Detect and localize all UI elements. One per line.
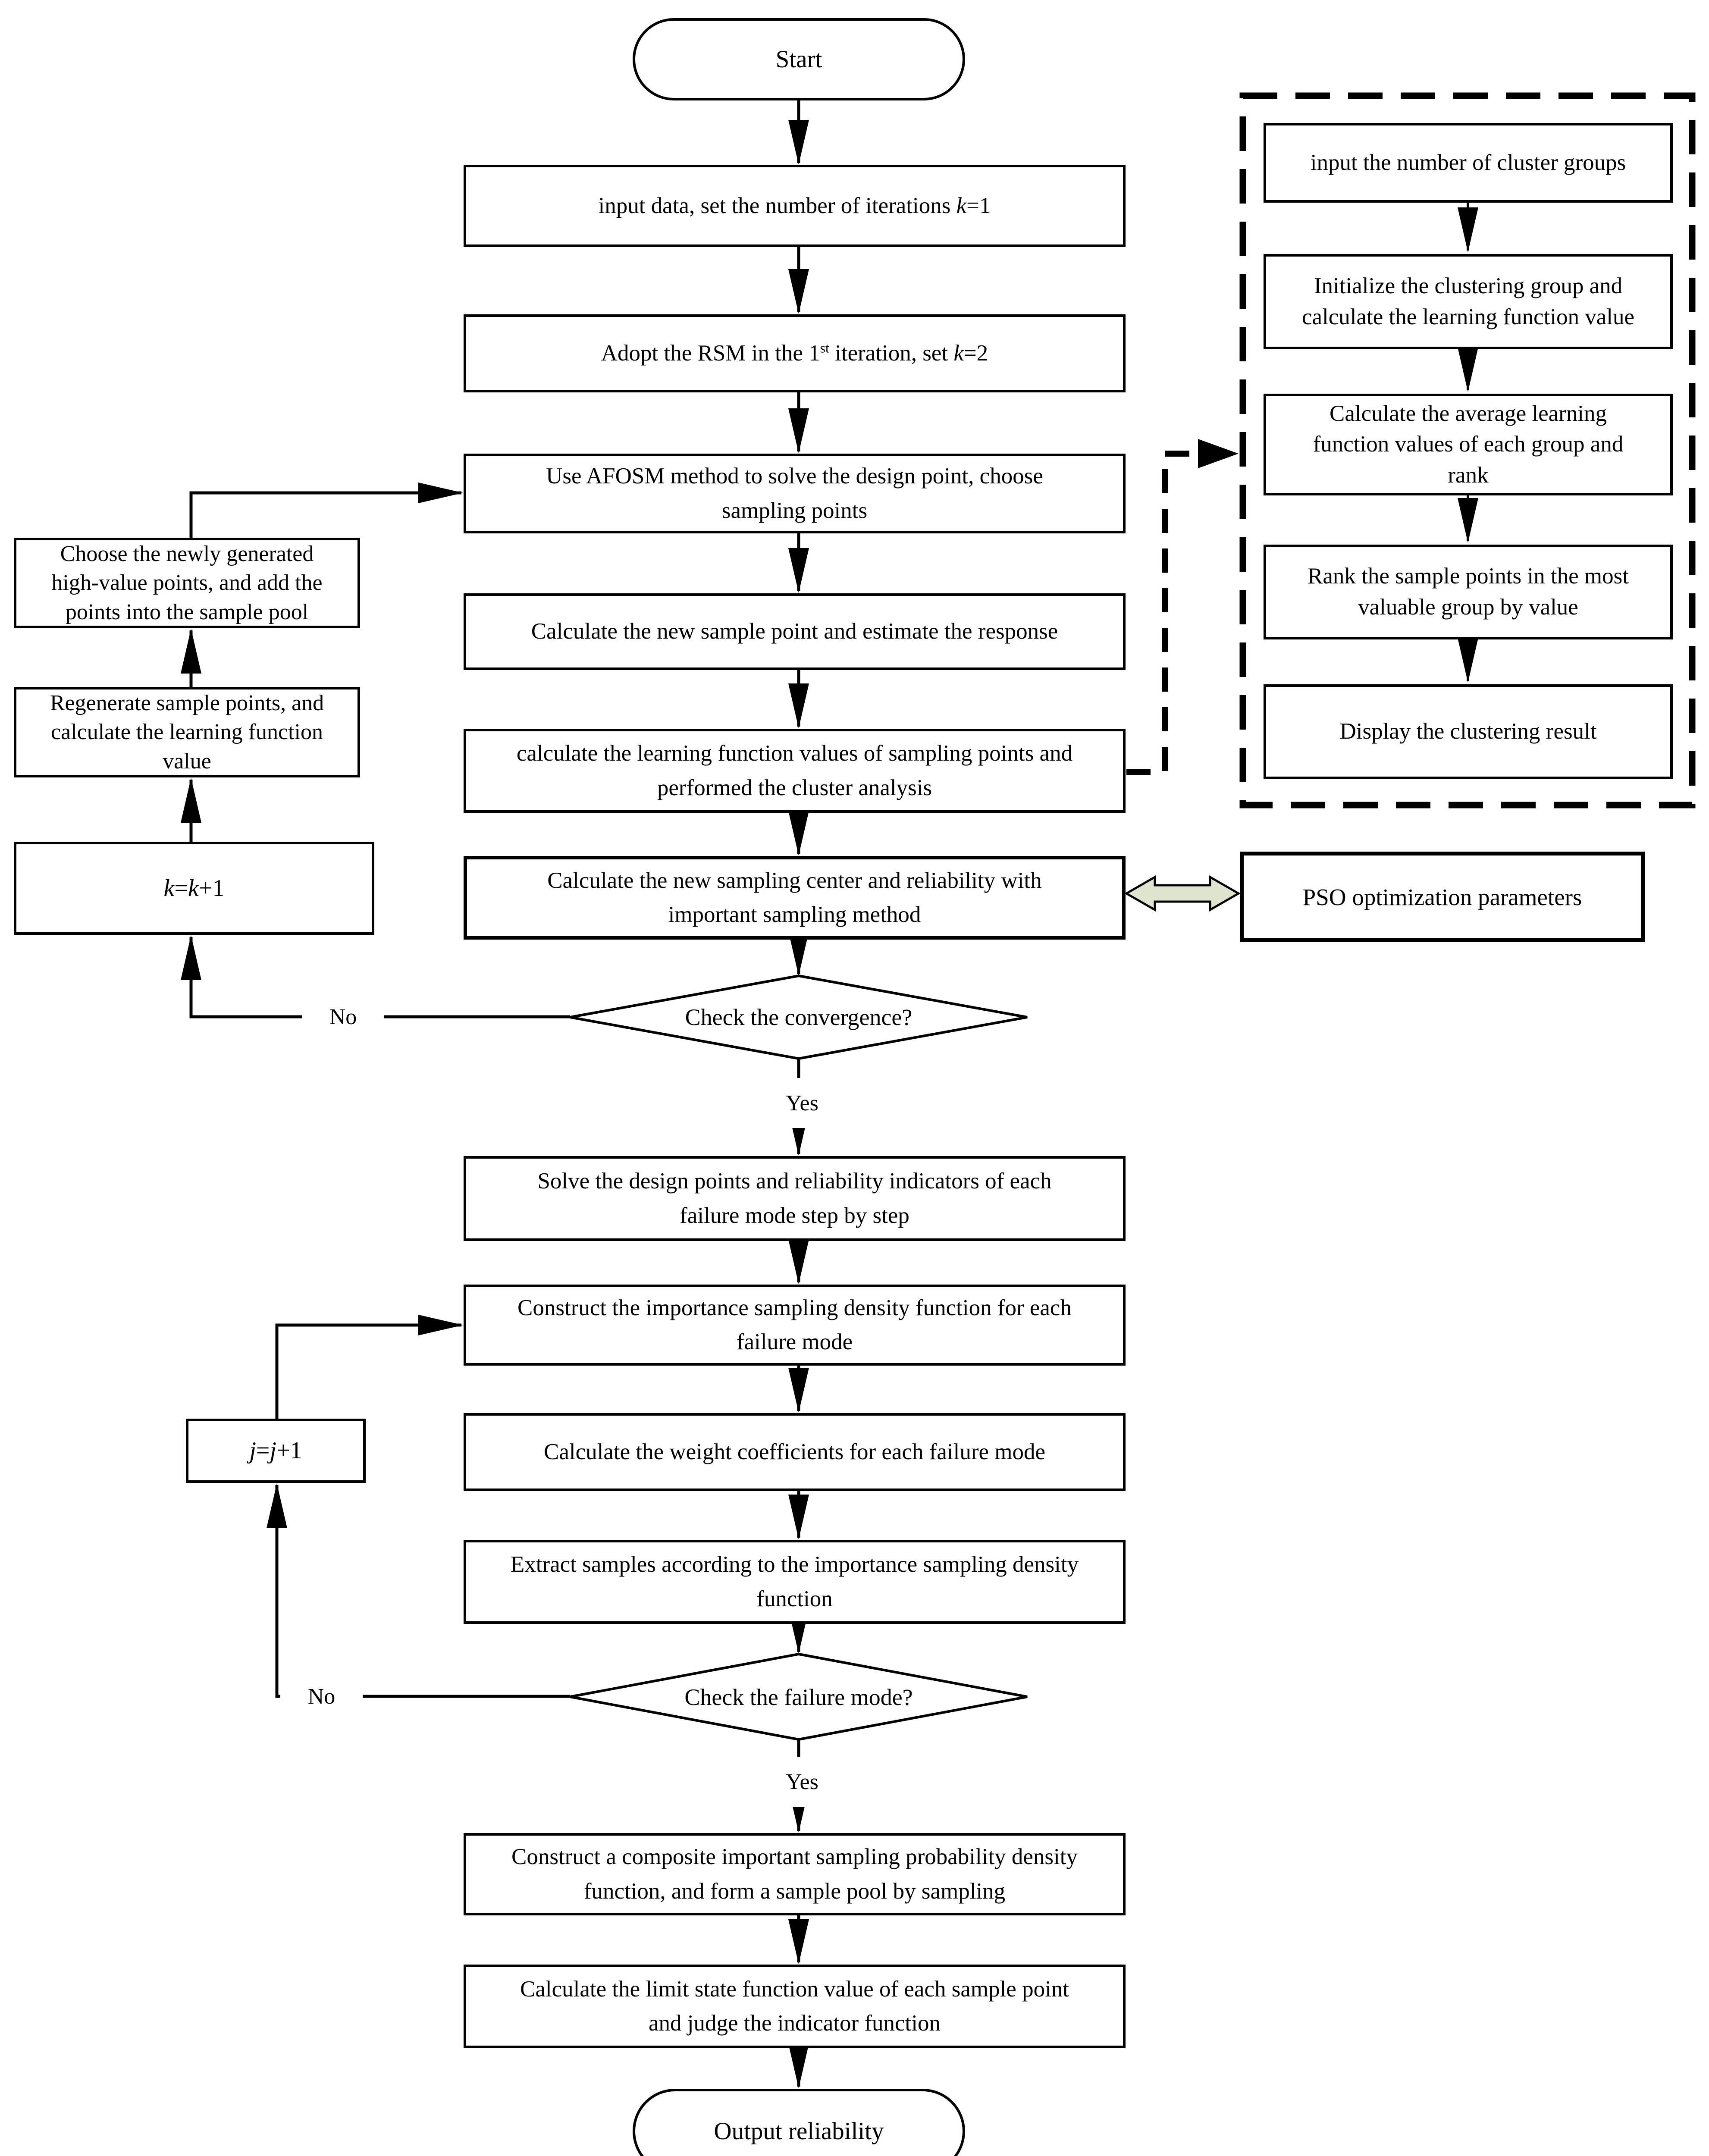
node-extract-samples: Extract samples according to the importa… xyxy=(464,1540,1126,1624)
cluster-dashed-arrowhead xyxy=(1198,439,1239,468)
node-j-increment: j=j+1 xyxy=(186,1419,366,1483)
decision-diamond-failure-mode xyxy=(570,1652,1028,1741)
label-no-failure: No xyxy=(280,1672,363,1720)
node-use-afosm: Use AFOSM method to solve the design poi… xyxy=(464,454,1126,533)
node-k-increment: k=k+1 xyxy=(14,842,374,935)
node-construct-is-density: Construct the importance sampling densit… xyxy=(464,1285,1126,1366)
node-solve-design-points: Solve the design points and reliability … xyxy=(464,1156,1126,1241)
pso-double-arrow xyxy=(1124,875,1241,912)
node-calc-learning-cluster: calculate the learning function values o… xyxy=(464,729,1126,813)
node-construct-composite-density: Construct a composite important sampling… xyxy=(464,1833,1126,1915)
node-calc-limit-state: Calculate the limit state function value… xyxy=(464,1965,1126,2048)
var-j: j xyxy=(249,1437,256,1464)
var-k: k xyxy=(953,340,964,366)
node-display-clustering-result: Display the clustering result xyxy=(1264,684,1673,779)
k-loop-arrows xyxy=(181,483,570,1018)
node-start: Start xyxy=(633,18,965,100)
node-calc-new-sample: Calculate the new sample point and estim… xyxy=(464,593,1126,670)
decision-check-convergence-label: Check the convergence? xyxy=(685,1004,913,1030)
label-yes-convergence: Yes xyxy=(758,1078,847,1128)
node-pso-parameters: PSO optimization parameters xyxy=(1240,852,1645,942)
node-adopt-rsm: Adopt the RSM in the 1st iteration, set … xyxy=(464,314,1126,392)
var-j: j xyxy=(270,1437,277,1464)
ordinal-suffix: st xyxy=(820,340,829,356)
var-k: k xyxy=(188,874,199,902)
node-output-reliability: Output reliability xyxy=(633,2089,965,2156)
cluster-panel-border xyxy=(1239,92,1696,808)
node-calc-sampling-center: Calculate the new sampling center and re… xyxy=(464,856,1126,940)
node-input-cluster-groups: input the number of cluster groups xyxy=(1264,123,1673,203)
var-k: k xyxy=(163,874,175,902)
label-no-convergence: No xyxy=(302,993,384,1041)
var-k: k xyxy=(956,193,967,218)
decision-check-failure-mode-label: Check the failure mode? xyxy=(684,1684,913,1710)
decision-diamond-convergence xyxy=(570,974,1028,1060)
node-calc-weight-coefficients: Calculate the weight coefficients for ea… xyxy=(464,1413,1126,1491)
j-loop-arrows xyxy=(267,1315,570,1698)
node-input-data: input data, set the number of iterations… xyxy=(464,165,1126,247)
label-yes-failure: Yes xyxy=(758,1757,847,1807)
cluster-dashed-connector xyxy=(1126,451,1198,775)
